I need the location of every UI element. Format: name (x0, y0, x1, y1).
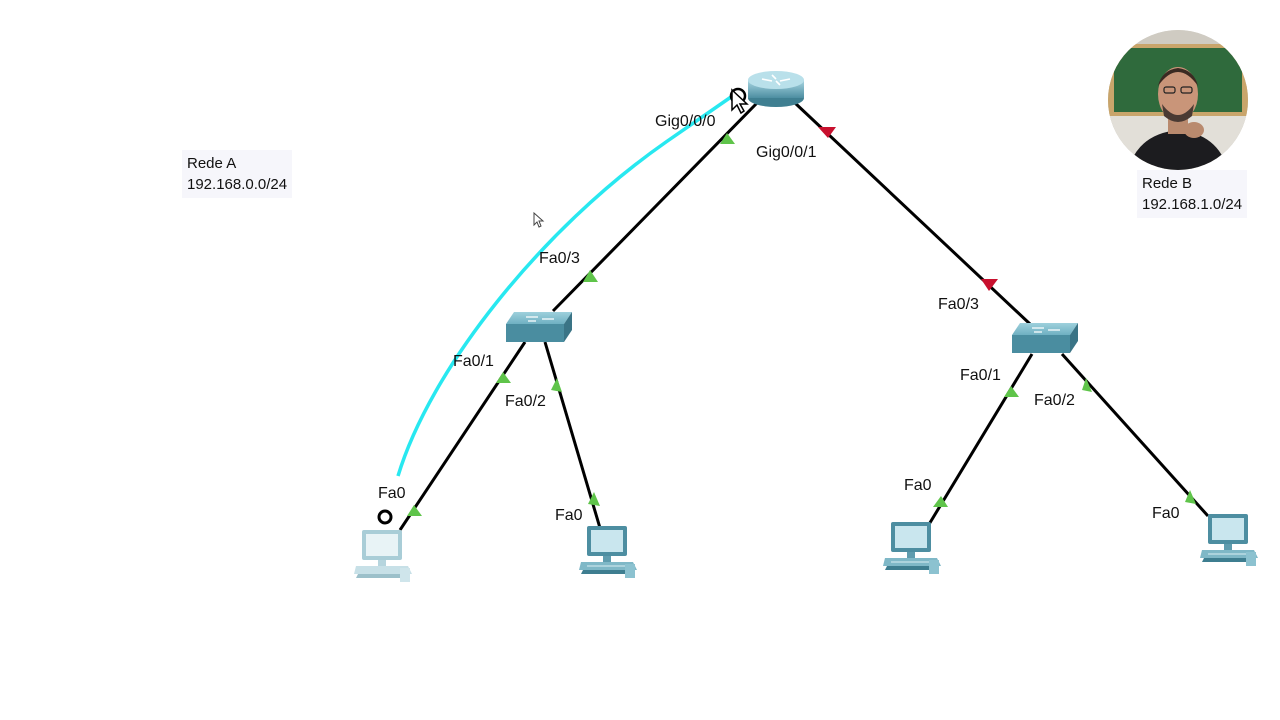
note-rede-a-subnet: 192.168.0.0/24 (187, 176, 288, 193)
pc-icon[interactable] (882, 521, 942, 575)
cable-switch-b-pc-b1[interactable] (926, 353, 1034, 527)
link-light-switch-b-fa02 (1082, 378, 1092, 392)
cable-switch-b-pc-b2[interactable] (1060, 352, 1210, 518)
drawing-cable (396, 95, 732, 477)
port-label-router-gig001: Gig0/0/1 (756, 144, 817, 161)
port-label-router-gig000: Gig0/0/0 (655, 113, 716, 130)
port-label-switch-b-fa01: Fa0/1 (960, 367, 1001, 384)
link-light-switch-a-fa02 (551, 378, 562, 392)
link-light-switch-a-fa03 (583, 270, 598, 282)
link-lights (407, 127, 1196, 516)
router-icon[interactable] (748, 71, 804, 107)
cable-router-switch-b[interactable] (793, 101, 1032, 326)
link-light-switch-a-fa01 (496, 372, 511, 383)
cable-switch-a-pc-a2[interactable] (543, 341, 602, 529)
link-light-pc-b1-fa0 (933, 496, 948, 507)
port-label-switch-b-fa03: Fa0/3 (938, 296, 979, 313)
note-rede-b-subnet: 192.168.1.0/24 (1142, 196, 1243, 213)
port-label-pc-b2-fa0: Fa0 (1152, 505, 1180, 522)
port-label-switch-a-fa03: Fa0/3 (539, 250, 580, 267)
cable-start-marker (377, 509, 393, 525)
mouse-pointer-icon (729, 87, 749, 115)
pc-icon[interactable] (1199, 513, 1259, 567)
note-rede-a[interactable]: Rede A 192.168.0.0/24 (182, 150, 293, 198)
port-label-pc-a1-fa0: Fa0 (378, 485, 406, 502)
pc-icon[interactable] (578, 525, 638, 579)
link-light-pc-a1-fa0 (407, 505, 422, 516)
link-light-switch-b-fa03 (981, 279, 998, 291)
port-label-switch-b-fa02: Fa0/2 (1034, 392, 1075, 409)
port-label-pc-a2-fa0: Fa0 (555, 507, 583, 524)
cable-switch-a-pc-a1[interactable] (398, 341, 527, 531)
note-rede-b-title: Rede B (1142, 175, 1193, 192)
link-light-switch-b-fa01 (1004, 386, 1019, 397)
presenter-webcam (1108, 30, 1248, 170)
mouse-pointer-icon (533, 211, 545, 228)
port-label-switch-a-fa02: Fa0/2 (505, 393, 546, 410)
pc-icon[interactable] (354, 530, 412, 582)
link-light-router-gig001 (818, 127, 836, 138)
port-label-pc-b1-fa0: Fa0 (904, 477, 932, 494)
note-rede-a-title: Rede A (187, 155, 237, 172)
switch-icon[interactable] (506, 312, 572, 342)
note-rede-b[interactable]: Rede B 192.168.1.0/24 (1137, 170, 1248, 218)
link-light-router-gig000 (720, 133, 735, 144)
link-light-pc-a2-fa0 (588, 492, 600, 506)
link-light-pc-b2-fa0 (1185, 490, 1196, 504)
port-label-switch-a-fa01: Fa0/1 (453, 353, 494, 370)
switch-icon[interactable] (1012, 323, 1078, 353)
